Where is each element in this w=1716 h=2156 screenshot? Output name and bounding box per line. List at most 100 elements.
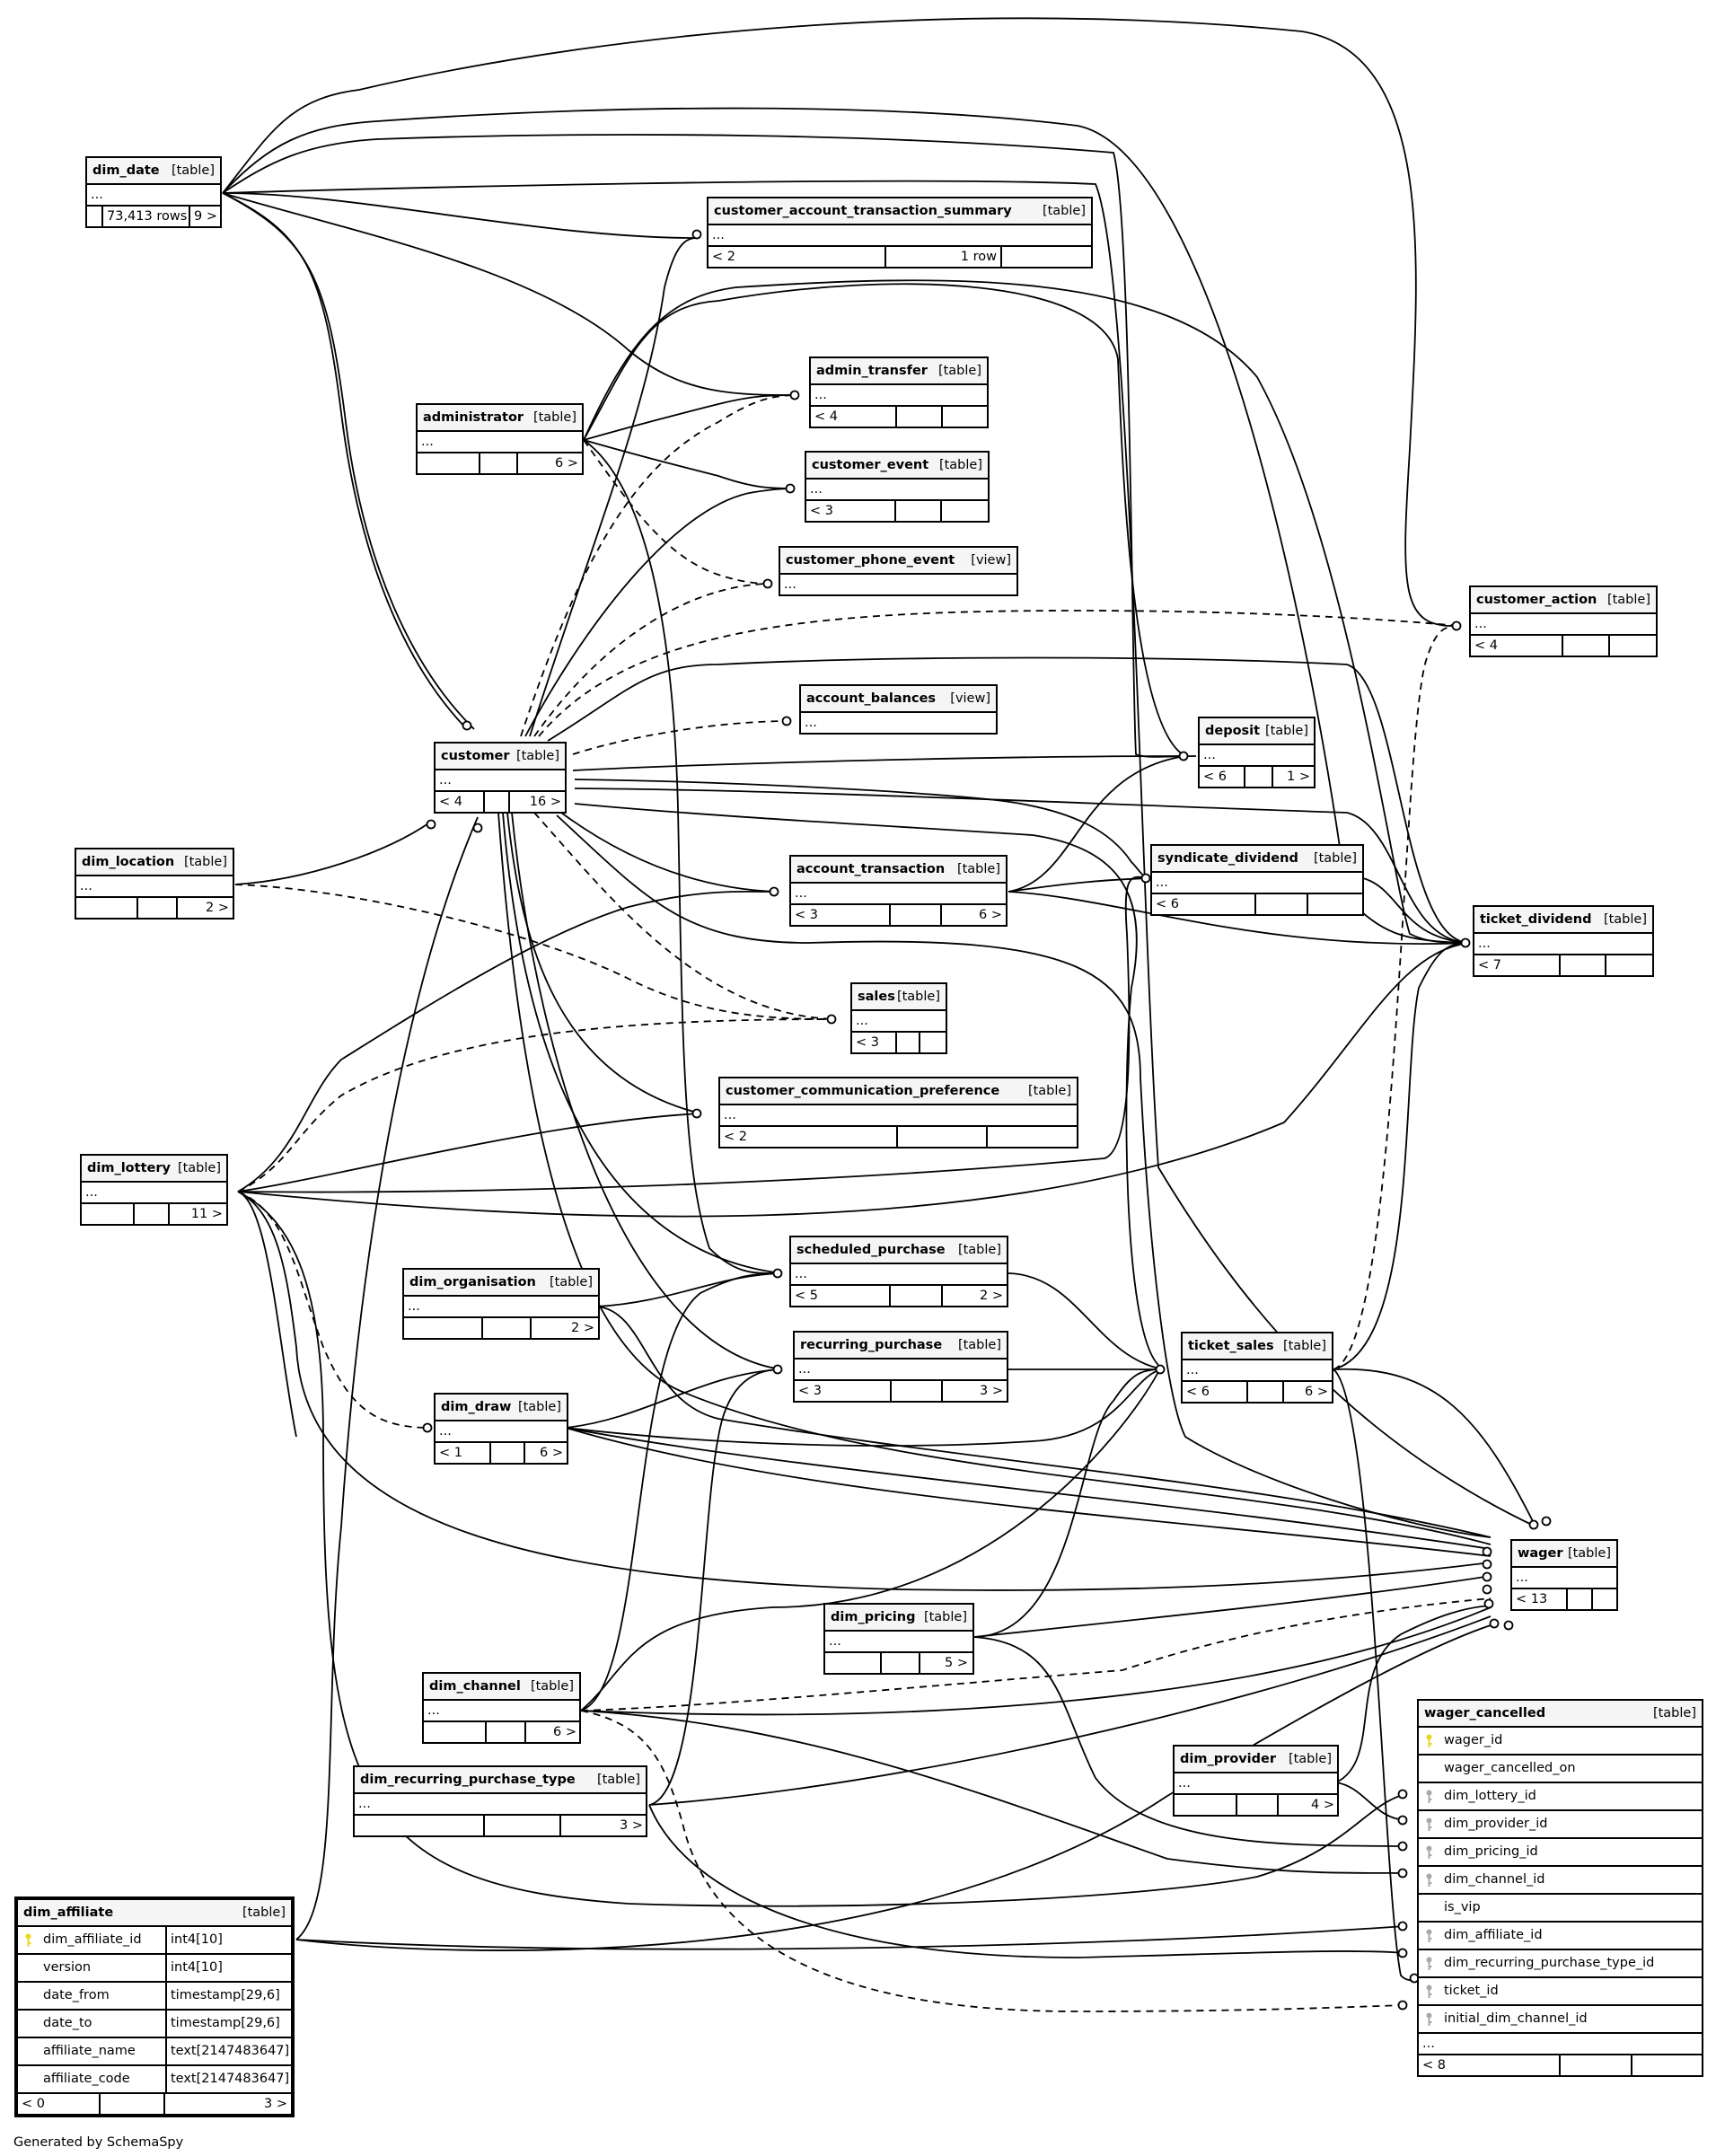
footer-cell [1175, 1795, 1237, 1815]
table-ellipsis: ... [87, 185, 220, 207]
footer-cell [355, 1816, 485, 1835]
footer-cell: < 3 [852, 1033, 897, 1052]
table-footer: 6 > [424, 1722, 579, 1742]
footer-cell [76, 898, 138, 918]
table-name: deposit [1205, 724, 1261, 738]
table-customer_communication_preference[interactable]: customer_communication_preference[table]… [718, 1077, 1078, 1148]
foreign-key-icon [1426, 1790, 1432, 1804]
column-name: initial_dim_channel_id [1444, 2011, 1588, 2026]
column-name: dim_affiliate_id [43, 1932, 142, 1947]
table-kind: [table] [957, 1338, 1001, 1352]
table-admin_transfer[interactable]: admin_transfer[table] ... < 4 [809, 356, 989, 428]
edge-rpt-recurring [648, 1368, 782, 1806]
table-kind: [table] [937, 364, 981, 378]
table-wager[interactable]: wager[table] ... < 13 [1510, 1539, 1618, 1611]
footer-cell [1237, 1795, 1279, 1815]
footer-cell [1002, 247, 1091, 267]
table-syndicate_dividend[interactable]: syndicate_dividend[table] ... < 6 [1150, 844, 1364, 916]
edge-ts-customer_action [1333, 625, 1460, 1370]
edge-lottery-pricing [237, 1191, 297, 1438]
footer-cell: 3 > [620, 1818, 643, 1833]
table-administrator[interactable]: administrator[table] ... 6 > [416, 403, 584, 475]
edge-org-wager [596, 1306, 1492, 1538]
edge-location-sales [234, 884, 836, 1020]
table-customer_action[interactable]: customer_action[table] ... < 4 [1469, 585, 1658, 657]
table-kind: [table] [1652, 1706, 1696, 1720]
table-dim_location[interactable]: dim_location[table] ... 2 > [75, 848, 234, 920]
footer-cell [1563, 636, 1610, 656]
edge-pricing-ticket_sales [973, 1368, 1164, 1638]
footer-cell: 11 > [190, 1207, 223, 1221]
table-footer: < 4 [1471, 636, 1656, 656]
table-ellipsis: ... [76, 876, 233, 898]
footer-cell [82, 1204, 135, 1224]
table-kind: [table] [515, 749, 559, 763]
table-ticket_dividend[interactable]: ticket_dividend[table] ... < 7 [1473, 905, 1654, 977]
footer-cell [1606, 955, 1652, 975]
edge-lottery-comm-pref [237, 1113, 701, 1192]
column-row: ticket_id [1419, 1978, 1702, 2006]
table-footer: < 13 [1512, 1589, 1616, 1609]
table-ellipsis: ... [436, 770, 565, 792]
primary-key-icon [1426, 1734, 1432, 1748]
footer-cell: < 3 [806, 501, 896, 521]
table-kind: [table] [171, 163, 215, 178]
foreign-key-icon [1426, 1929, 1432, 1943]
table-name: dim_draw [441, 1400, 512, 1414]
footer-cell: 6 > [555, 456, 578, 471]
table-customer_phone_event[interactable]: customer_phone_event[view] ... [779, 546, 1018, 596]
table-dim_channel[interactable]: dim_channel[table] ... 6 > [422, 1672, 581, 1744]
edge-customer-phone [533, 583, 773, 737]
table-ellipsis: ... [424, 1701, 579, 1722]
footer-cell: 9 > [194, 209, 217, 224]
table-name: customer [441, 749, 510, 763]
table-customer_event[interactable]: customer_event[table] ... < 3 [805, 451, 990, 523]
table-dim_lottery[interactable]: dim_lottery[table] ... 11 > [80, 1154, 228, 1226]
footer-cell [896, 501, 942, 521]
footer-cell [483, 1318, 532, 1338]
table-kind: [table] [183, 855, 227, 869]
table-footer: < 4 [811, 407, 987, 427]
column-type: timestamp[29,6] [165, 2011, 280, 2037]
footer-cell: < 4 [1471, 636, 1563, 656]
footer-cell [892, 1381, 943, 1401]
table-kind: [table] [549, 1275, 593, 1289]
table-dim_pricing[interactable]: dim_pricing[table] ... 5 > [823, 1603, 974, 1675]
edge-provider-wager_cancelled [1335, 1782, 1406, 1821]
table-name: dim_organisation [409, 1275, 536, 1289]
table-dim_provider[interactable]: dim_provider[table] ... 4 > [1173, 1745, 1339, 1817]
table-ellipsis: ... [825, 1632, 972, 1653]
footer-cell [1308, 894, 1362, 914]
table-name: dim_affiliate [23, 1905, 114, 1920]
table-account_balances[interactable]: account_balances[view] ... [799, 684, 998, 735]
footer-cell [898, 1127, 988, 1147]
table-sales[interactable]: sales[table] ... < 3 [850, 982, 947, 1054]
table-ellipsis: ... [1474, 934, 1652, 955]
footer-cell: 4 > [1311, 1798, 1334, 1812]
footer-cell [897, 407, 943, 427]
table-name: wager_cancelled [1424, 1706, 1546, 1720]
table-kind: [table] [956, 862, 1000, 876]
table-dim_organisation[interactable]: dim_organisation[table] ... 2 > [402, 1268, 600, 1340]
generated-by-credit: Generated by SchemaSpy [13, 2135, 184, 2150]
footer-cell: < 6 [1200, 767, 1245, 787]
footer-cell: < 13 [1512, 1589, 1568, 1609]
table-dim_recurring_purchase_type[interactable]: dim_recurring_purchase_type[table] ... 3… [353, 1765, 647, 1837]
column-name: affiliate_name [43, 2044, 136, 2058]
column-type: int4[10] [165, 1955, 223, 1981]
table-customer_account_transaction_summary[interactable]: customer_account_transaction_summary[tab… [707, 197, 1093, 268]
column-row: dim_channel_id [1419, 1867, 1702, 1895]
